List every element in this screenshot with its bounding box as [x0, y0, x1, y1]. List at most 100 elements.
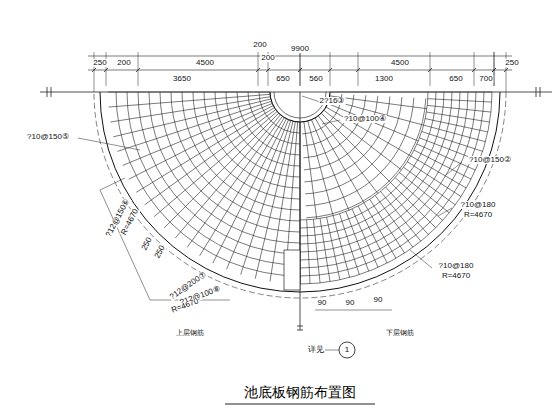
rebar-note: 下层钢筋 [385, 329, 415, 336]
dimension-text: 560 [308, 75, 323, 83]
radial-bar [399, 173, 449, 213]
extension-line [330, 52, 331, 86]
drawing-title: 池底板钢筋布置图 [244, 386, 356, 400]
ring-bar [300, 92, 468, 260]
ring-bar [300, 92, 492, 284]
radial-bar [318, 116, 378, 194]
dimension-tick [136, 68, 140, 72]
radial-bar [327, 217, 340, 280]
dimension-text: 90 [373, 296, 384, 304]
extension-line [300, 52, 301, 86]
leader-line [438, 208, 452, 216]
radial-bar [326, 107, 411, 156]
ring-bar [306, 98, 414, 206]
rebar-note: ?10@180 [438, 262, 475, 270]
ring-bar [116, 92, 300, 276]
radial-bar [427, 105, 491, 112]
extension-line [106, 52, 107, 86]
radial-bar [428, 99, 492, 102]
dimension-text: 250 [140, 235, 154, 252]
rebar-note: ?10@150⑤ [26, 133, 70, 141]
extension-line [94, 52, 95, 86]
radial-bar [407, 162, 461, 197]
dimension-text: 200 [260, 54, 275, 62]
dimension-tick [428, 68, 432, 72]
radial-bar [324, 110, 402, 170]
radial-bar [200, 118, 285, 256]
radial-bar [175, 115, 280, 238]
axis-tick [47, 87, 48, 97]
radial-bar [395, 178, 443, 221]
rebar-note: ?10@180 [460, 201, 497, 209]
radial-bar [315, 118, 364, 203]
radial-bar [411, 156, 466, 188]
leader-line [410, 250, 432, 268]
center-line [300, 92, 301, 330]
radial-bar [386, 187, 429, 235]
extension-line [300, 52, 301, 86]
dimension-text: 200 [252, 41, 267, 49]
dimension-text: 250 [504, 59, 519, 67]
axis-line [40, 92, 552, 93]
radial-bar [426, 112, 489, 122]
dimension-tick [472, 68, 476, 72]
rebar-note: 详见 [307, 346, 325, 354]
ring-bar [300, 92, 436, 228]
radial-bar [333, 216, 350, 278]
radial-bar [328, 103, 419, 141]
dimension-tick [356, 68, 360, 72]
dimension-text: 4500 [390, 59, 410, 67]
dimension-text: 90 [317, 299, 328, 307]
dimension-lines [88, 52, 512, 92]
rebar-note: R=4670 [441, 272, 471, 280]
dimension-line [315, 310, 392, 311]
dimension-tick [298, 68, 302, 72]
dimension-text: 650 [448, 75, 463, 83]
ring-bar [138, 92, 300, 254]
ring-bar [300, 92, 452, 244]
opening-box [284, 250, 300, 290]
rebar-note: 上层钢筋 [175, 329, 205, 336]
leader-lines [78, 96, 462, 350]
radial-bar [308, 121, 333, 216]
radial-bar [123, 103, 273, 165]
dimension-text: 9900 [290, 45, 310, 53]
extension-line [506, 52, 507, 86]
ring-bar [300, 92, 460, 252]
axis-tick [51, 87, 52, 97]
extension-line [358, 52, 359, 86]
dimension-text: 650 [275, 75, 290, 83]
ring-bar [300, 92, 444, 236]
dimension-text: 250 [153, 243, 167, 260]
radial-bar [375, 196, 413, 248]
ring-bar [304, 96, 389, 181]
axis-tick [297, 326, 303, 327]
title-underline [225, 403, 375, 404]
radial-bar [136, 108, 274, 193]
dimension-text: 200 [116, 59, 131, 67]
rebar-note: ?10@100④ [343, 115, 387, 123]
leader-line [446, 162, 462, 175]
radial-bar [424, 125, 486, 142]
rebar-note: ?10@150② [468, 156, 512, 164]
extension-line [506, 86, 507, 92]
bracket-line [100, 178, 125, 190]
ring-bar [306, 98, 426, 218]
rebar-note: 1 [344, 346, 350, 354]
radial-bar [145, 110, 276, 205]
extension-line [258, 52, 259, 86]
radial-bar [129, 106, 273, 180]
radial-bar [321, 113, 390, 182]
radial-bar [346, 211, 369, 271]
dimension-tick [104, 68, 108, 72]
radial-bar [414, 150, 471, 179]
radial-bar [425, 119, 488, 132]
leader-line [302, 96, 320, 102]
radial-bar [187, 116, 282, 247]
radial-bar [364, 203, 396, 258]
extension-line [474, 52, 475, 86]
dimension-tick [492, 68, 496, 72]
dimension-tick [92, 68, 96, 72]
radial-bar [109, 94, 271, 107]
